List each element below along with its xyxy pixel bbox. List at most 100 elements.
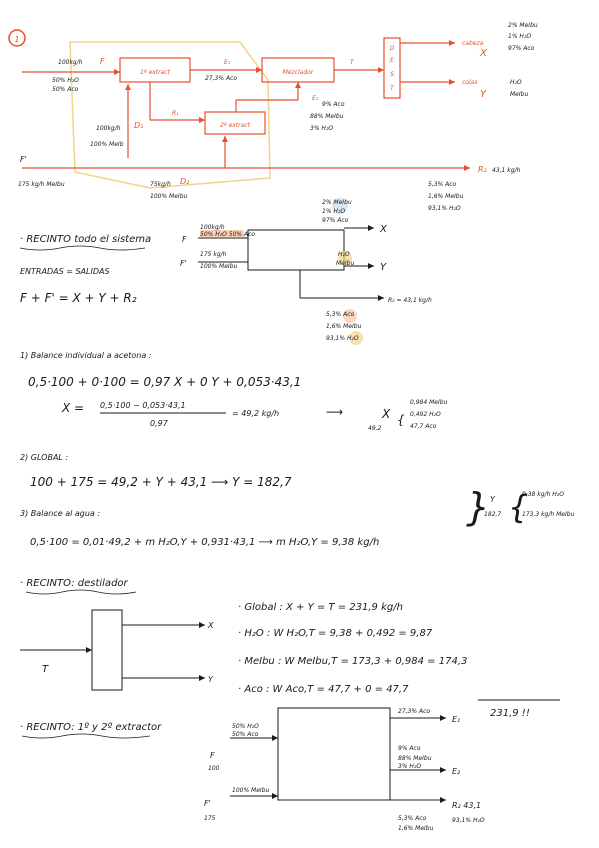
balance1-x-comp1: 0,984 MeIbu [410, 399, 448, 406]
d2-label: D₂ [180, 177, 190, 186]
section3-underline [21, 733, 151, 739]
s1-x-comp1: 2% MeIbu [322, 199, 352, 206]
s1-x-comp3: 97% Aco [322, 217, 349, 224]
s2-t-arrow [86, 647, 92, 653]
e2-comp2: 88% MeIbu [310, 113, 344, 120]
d2-arrow [222, 136, 228, 142]
s3-E2: E₂ [452, 767, 461, 776]
d2-rate: 75kg/h [150, 181, 171, 188]
balance1-line1: 0,5·100 + 0·100 = 0,97 X + 0 Y + 0,053·4… [28, 375, 301, 389]
s1-r2-highlight-2 [349, 331, 363, 345]
section1-entradas: ENTRADAS = SALIDAS [20, 267, 110, 276]
s2-aco: · Aco : W Aco,T = 47,7 + 0 = 47,7 [238, 684, 409, 695]
x-comp1: 2% MeIbu [508, 22, 538, 29]
s3-F-rate: 100 [208, 765, 220, 772]
s1-r2-comp1: 5,3% Aco [326, 311, 355, 318]
s2-total: 231,9 !! [490, 708, 530, 719]
s1-y-comp2: MeIbu [336, 260, 354, 267]
balance3-y-sym: Y [490, 495, 496, 504]
mixer-label: Mezclador [283, 69, 314, 76]
s1-f1-comp: 100% MeIbu [200, 263, 238, 270]
extractor1-label: 1º extract [140, 69, 171, 76]
r2-comp1: 5,3% Aco [428, 181, 457, 188]
s2-x-arrow [199, 622, 205, 628]
balance3-brace-right: { [508, 488, 528, 526]
e2-comp1: 9% Aco [322, 101, 345, 108]
balance3-y-val: 182,7 [484, 511, 501, 518]
t-label: T [350, 59, 355, 66]
balance1-x-comp3: 47,7 Aco [410, 423, 437, 430]
x-comp3: 97% Aco [508, 45, 535, 52]
s3-E2-comp2: 88% MeIbu [398, 755, 432, 762]
r2-comp2: 1,6% MeIbu [428, 193, 464, 200]
s3-F: F [210, 751, 215, 760]
s2-box [91, 609, 123, 691]
column-letter-2: E [390, 57, 394, 64]
s1-y: Y [380, 262, 387, 273]
e1-label: E₁ [224, 59, 231, 66]
e1-arrow [256, 67, 262, 73]
section1-title: · RECINTO todo el sistema [20, 234, 151, 245]
r1-arrow [199, 117, 205, 123]
section1-equation: F + F' = X + Y + R₂ [20, 291, 137, 305]
s1-F: F [182, 235, 187, 244]
e2-comp3: 3% H₂O [310, 125, 333, 132]
column-letter-4: T [390, 85, 395, 92]
s2-global: · Global : X + Y = T = 231,9 kg/h [238, 602, 403, 613]
d1-arrow [125, 84, 131, 90]
d1-label: D₁ [134, 121, 143, 130]
f1-arrow [464, 165, 470, 171]
balance1-title: 1) Balance individual a acetona : [20, 351, 152, 360]
s1-F1: F' [180, 259, 187, 268]
s1-y-highlight [338, 251, 352, 265]
balance3-title: 3) Balance al agua : [20, 509, 100, 518]
feed-label: F [100, 57, 105, 66]
s2-meibu: · MeIbu : W MeIbu,T = 173,3 + 0,984 = 17… [238, 656, 467, 667]
s2-y-arrow [199, 675, 205, 681]
s3-R2-comp2: 1,6% MeIbu [398, 825, 434, 832]
y-symbol: Y [480, 89, 487, 100]
balance3-y-comp2: 173,3 kg/h MeIbu [522, 511, 575, 518]
balance3-brace-left: } [466, 485, 490, 529]
section2-underline [25, 589, 137, 595]
problem-number-circle [8, 29, 26, 47]
s3-e2-arrow [440, 767, 446, 773]
s1-y-comp1: H₂O [338, 251, 350, 258]
s1-f1-rate: 175 kg/h [200, 251, 227, 258]
column-box [383, 37, 401, 99]
feed-comp2: 50% Aco [52, 86, 79, 93]
s3-F-comp2: 50% Aco [232, 731, 259, 738]
balance2-title: 2) GLOBAL : [20, 453, 68, 462]
s2-t: T [42, 664, 49, 675]
s3-F1-comp: 100% MeIbu [232, 787, 270, 794]
s1-x-highlight [332, 198, 348, 214]
balance3-y-comp1: 9,38 kg/h H₂O [522, 491, 564, 498]
balance2-line: 100 + 175 = 49,2 + Y + 43,1 ⟶ Y = 182,7 [30, 475, 292, 489]
feed-comp1: 50% H₂O [52, 77, 79, 84]
e1-comp: 27,3% Aco [205, 75, 237, 82]
s3-E2-comp1: 9% Aco [398, 745, 421, 752]
e2-arrow [295, 82, 301, 88]
x-symbol: X [479, 48, 488, 59]
s1-f-highlight [200, 230, 244, 237]
balance1-den: 0,97 [150, 419, 169, 428]
s3-E2-comp3: 3% H₂O [398, 763, 421, 770]
x-name: cabeza [462, 40, 484, 47]
s2-h2o: · H₂O : W H₂O,T = 9,38 + 0,492 = 9,87 [238, 628, 433, 639]
s3-f1-arrow [272, 793, 278, 799]
d2-comp: 100% MeIbu [150, 193, 188, 200]
y-comp1: H₂O [510, 79, 522, 86]
s3-e1-arrow [440, 715, 446, 721]
s1-f-rate: 100kg/h [200, 224, 225, 231]
s1-r2-comp3: 93,1% H₂O [326, 335, 359, 342]
balance1-x-sym: X [381, 407, 391, 421]
r1-label: R₁ [172, 110, 179, 117]
s1-r2-arrow [378, 295, 384, 301]
s3-R2-comp3: 93,1% H₂O [452, 817, 485, 824]
balance1-brace: { [397, 413, 405, 427]
system-boundary [69, 41, 271, 189]
d1-rate: 100kg/h [96, 125, 121, 132]
balance1-x-comp2: 0,492 H₂O [410, 411, 441, 418]
feed-rate: 100kg/h [58, 59, 83, 66]
